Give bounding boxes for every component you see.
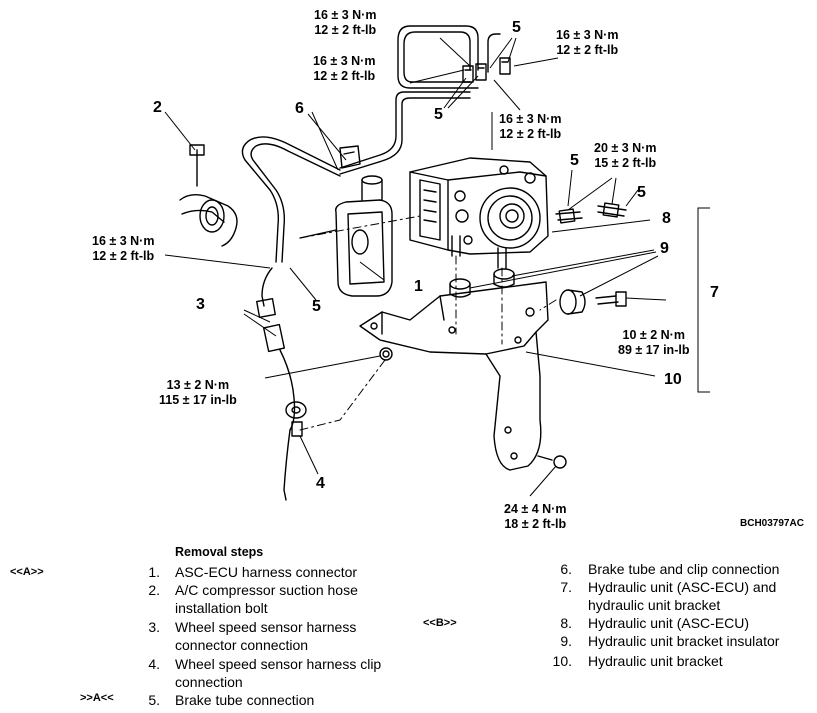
hydraulic-unit-exploded-diagram [164,25,710,501]
torque-top-left: 16 ± 3 N·m 12 ± 2 ft-lb [314,8,376,38]
torque-nut: 13 ± 2 N·m 115 ± 17 in-lb [159,378,237,408]
step-number: 10. [552,653,572,669]
torque-left: 16 ± 3 N·m 12 ± 2 ft-lb [92,234,154,264]
torque-imperial: 115 ± 17 in-lb [159,393,237,407]
procedure-mark-a-install: >>A<< [80,692,114,704]
step-text: Wheel speed sensor harness clip [175,656,382,672]
step-text: Hydraulic unit bracket [588,653,723,669]
torque-imperial: 12 ± 2 ft-lb [313,69,376,83]
tube-fittings-top [462,57,511,83]
torque-imperial: 12 ± 2 ft-lb [92,249,155,263]
torque-top-mid: 16 ± 3 N·m 12 ± 2 ft-lb [313,54,375,84]
step-number: 5. [148,692,160,708]
callout-5-top-right: 5 [512,19,521,36]
callout-10: 10 [664,371,682,388]
hydraulic-unit [409,157,549,269]
torque-imperial: 12 ± 2 ft-lb [499,127,562,141]
torque-imperial: 18 ± 2 ft-lb [504,517,567,531]
figure-code: BCH03797AC [740,518,804,529]
torque-metric: 20 ± 3 N·m [594,141,657,155]
step-number: 1. [148,564,160,580]
torque-bottom: 24 ± 4 N·m 18 ± 2 ft-lb [504,502,566,532]
step-text: Brake tube and clip connection [588,561,780,577]
torque-right-upper: 20 ± 3 N·m 15 ± 2 ft-lb [594,141,656,171]
step-text: Hydraulic unit (ASC-ECU) and [588,579,777,595]
step-text: A/C compressor suction hose [175,582,358,598]
callout-1: 1 [414,278,423,295]
torque-metric: 24 ± 4 N·m [504,502,567,516]
torque-metric: 13 ± 2 N·m [166,378,230,392]
suction-hose-and-bolt [179,144,238,247]
step-text: Wheel speed sensor harness [175,619,357,635]
callout-5-top-left: 5 [434,106,443,123]
removal-steps-title: Removal steps [175,545,264,559]
procedure-mark-b: <<B>> [423,617,457,629]
callout-5-side-right: 5 [637,184,646,201]
torque-bracket-bolt: 10 ± 2 N·m 89 ± 17 in-lb [618,328,689,358]
step-number: 4. [148,656,160,672]
callout-7: 7 [710,284,719,301]
step-number: 8. [560,615,572,631]
torque-imperial: 12 ± 2 ft-lb [314,23,377,37]
torque-top-right: 16 ± 3 N·m 12 ± 2 ft-lb [556,28,618,58]
step-text-cont: connection [175,674,243,690]
callout-2: 2 [153,99,162,116]
torque-imperial: 12 ± 2 ft-lb [556,43,619,57]
step-text: Hydraulic unit (ASC-ECU) [588,615,750,631]
ecu-harness-connector [299,175,393,297]
alignment-lines [299,215,557,431]
step-text: Brake tube connection [175,692,315,708]
step-number: 2. [148,582,160,598]
procedure-mark-a: <<A>> [10,566,44,578]
wheel-speed-sensor-harness [256,267,307,501]
hydraulic-unit-bracket [359,281,567,471]
callout-3: 3 [196,296,205,313]
step-text-cont: connector connection [175,637,309,653]
step-number: 7. [560,579,572,595]
torque-imperial: 15 ± 2 ft-lb [594,156,657,170]
torque-metric: 16 ± 3 N·m [92,234,155,248]
step-number: 6. [560,561,572,577]
callout-5-side-left: 5 [570,152,579,169]
callout-4: 4 [316,475,325,492]
torque-metric: 16 ± 3 N·m [556,28,619,42]
callout-9: 9 [660,240,669,257]
callout-5-left: 5 [312,298,321,315]
step-number: 9. [560,633,572,649]
step-text: Hydraulic unit bracket insulator [588,633,780,649]
step-text: ASC-ECU harness connector [175,564,358,580]
step-text-cont: installation bolt [175,600,268,616]
tube-fittings-side [555,202,627,224]
torque-imperial: 89 ± 17 in-lb [618,343,690,357]
torque-metric: 16 ± 3 N·m [499,112,562,126]
torque-metric: 16 ± 3 N·m [314,8,377,22]
brake-tubes [241,25,501,263]
torque-metric: 10 ± 2 N·m [622,328,685,342]
leader-lines [164,37,710,497]
tube-clip [339,145,361,169]
torque-center: 16 ± 3 N·m 12 ± 2 ft-lb [499,112,561,142]
torque-metric: 16 ± 3 N·m [313,54,376,68]
step-text-cont: hydraulic unit bracket [588,597,721,613]
callout-6: 6 [295,100,304,117]
callout-8: 8 [662,210,671,227]
step-number: 3. [148,619,160,635]
